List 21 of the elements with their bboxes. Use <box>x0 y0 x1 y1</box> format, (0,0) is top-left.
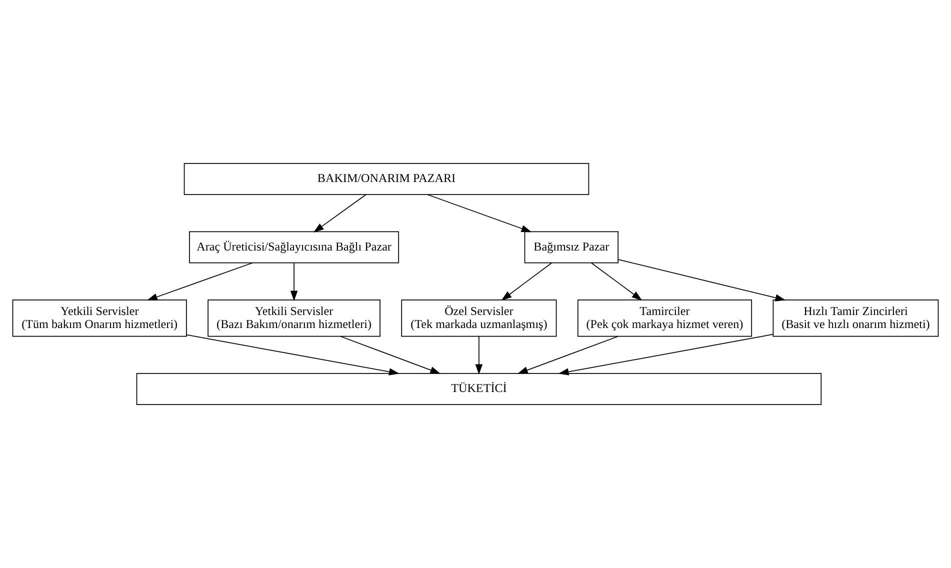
arrow <box>427 194 532 232</box>
node-box: BAKIM/ONARIM PAZARI <box>184 163 590 195</box>
arrow <box>340 336 441 374</box>
node-box: Yetkili Servisler (Tüm bakım Onarım hizmetleri) <box>12 300 187 337</box>
arrow <box>313 194 366 232</box>
arrow <box>186 334 400 376</box>
node-box: Tamirciler (Pek çok markaya hizmet veren) <box>577 300 752 337</box>
arrow <box>290 262 298 302</box>
node-box: TÜKETİCİ <box>136 373 822 405</box>
node-box: Araç Üreticisi/Sağlayıcısına Bağlı Pazar <box>189 231 400 264</box>
node-box: Özel Servisler (Tek markada uzmanlaşmış) <box>401 300 557 337</box>
arrow <box>517 336 619 374</box>
arrow <box>591 262 642 301</box>
arrow <box>558 334 774 376</box>
arrow <box>147 262 253 300</box>
arrow <box>501 262 552 301</box>
arrow <box>618 259 786 302</box>
node-box: Bağımsız Pazar <box>524 231 619 264</box>
arrow <box>475 336 483 375</box>
node-box: Yetkili Servisler (Bazı Bakım/onarım hizmetleri) <box>208 300 380 337</box>
node-box: Hızlı Tamir Zincirleri (Basit ve hızlı onarım hizmeti) <box>772 300 939 337</box>
